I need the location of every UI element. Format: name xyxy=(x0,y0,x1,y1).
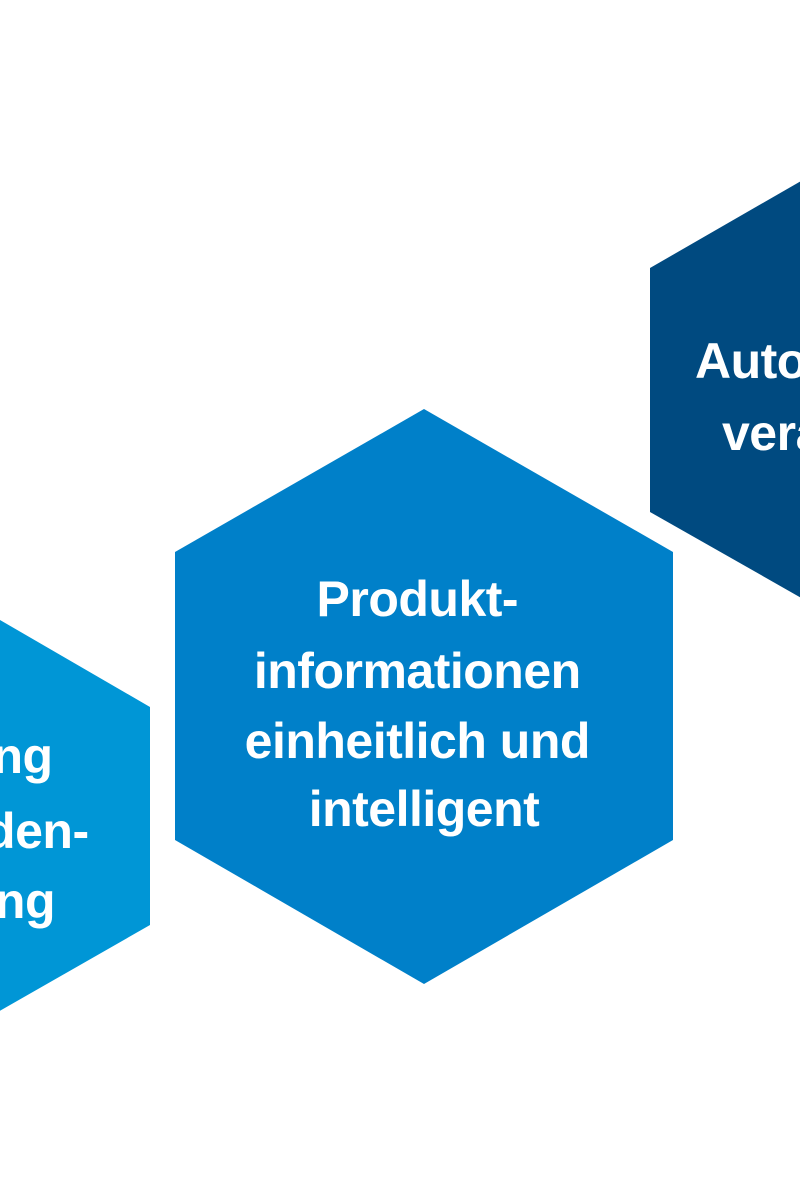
hexagon-center-text: Produkt- informationen einheitlich und i… xyxy=(245,571,604,837)
hexagon-left-line: ng xyxy=(0,873,55,929)
hexagon-center-line: intelligent xyxy=(309,781,540,837)
hexagon-center-line: informationen xyxy=(254,643,581,699)
hexagon-center-line: Produkt- xyxy=(317,571,519,627)
hexagon-right-shape xyxy=(650,181,800,598)
hexagon-left-shape xyxy=(0,620,150,1011)
hexagon-left: ung den- ng xyxy=(0,620,150,1011)
hexagon-right-line: Auto xyxy=(695,333,800,389)
hexagon-left-text: ung den- ng xyxy=(0,728,102,929)
hexagon-center-shape xyxy=(175,409,673,984)
hexagon-left-line: den- xyxy=(0,803,89,859)
hexagon-center: Produkt- informationen einheitlich und i… xyxy=(175,409,673,984)
hexagon-center-line: einheitlich und xyxy=(245,713,590,769)
hexagon-right-line: vera xyxy=(722,405,800,461)
hexagon-left-line: ung xyxy=(0,728,53,784)
hexagon-right-text: Auto vera xyxy=(695,333,800,461)
hexagon-right: Auto vera xyxy=(650,181,800,598)
